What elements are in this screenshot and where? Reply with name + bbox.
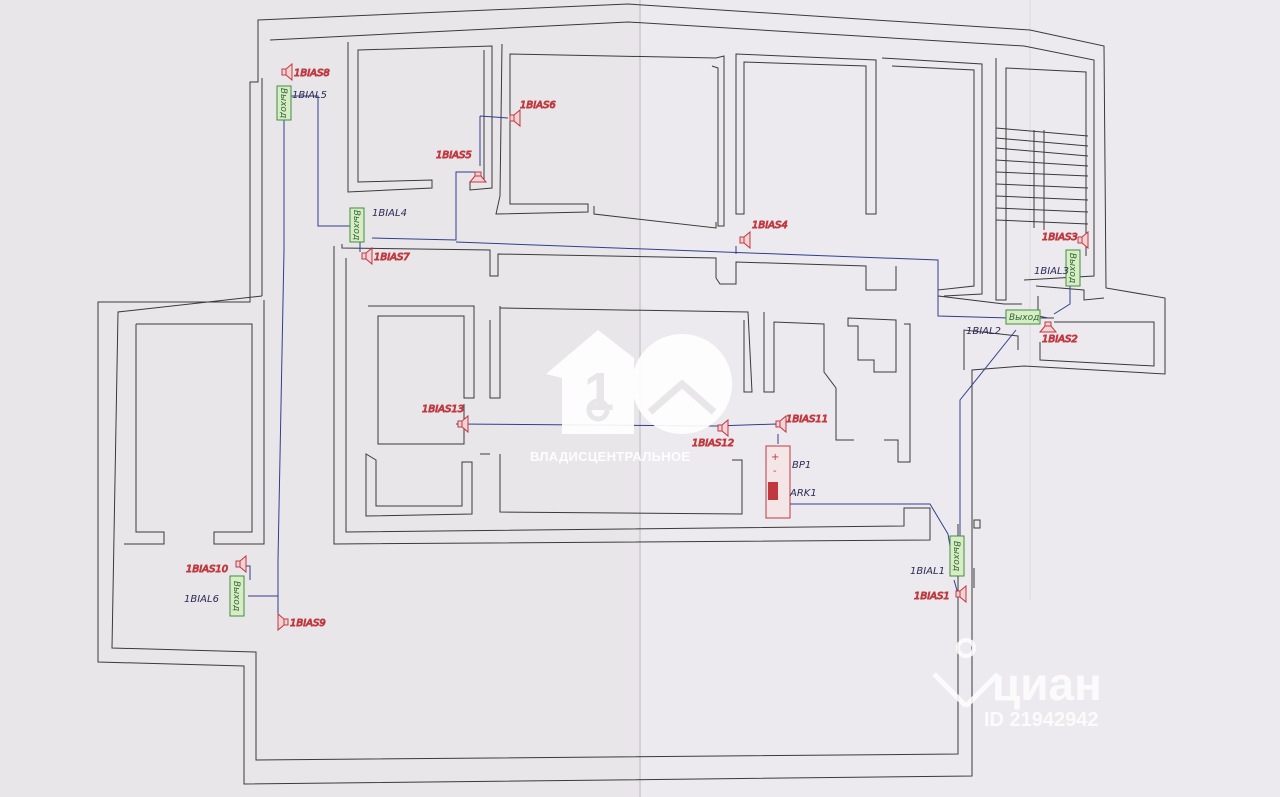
exit-sign-text: Выход: [1009, 313, 1039, 323]
exit-sign-text: Выход: [951, 541, 961, 571]
exit-sign-label: 1BIAL3: [1034, 266, 1069, 277]
siren-label: 1BIAS8: [294, 68, 330, 79]
exit-sign-1bial2: Выход 1BIAL2: [966, 309, 1041, 337]
siren-icon: [235, 554, 247, 574]
exit-sign-box: [949, 535, 965, 577]
siren-label: 1BIAS2: [1042, 334, 1078, 345]
cian-pin-icon: [956, 638, 976, 658]
siren-1bias11: 1BIAS11: [775, 414, 829, 434]
exit-sign-text: Выход: [278, 88, 288, 118]
siren-icon: [361, 246, 373, 266]
siren-1bias12: 1BIAS12: [692, 418, 735, 450]
siren-label: 1BIAS4: [752, 220, 788, 231]
siren-1bias5: 1BIAS5: [436, 150, 488, 183]
listing-id-text: ID 21942942: [984, 709, 1099, 731]
cian-watermark: циан ID 21942942: [932, 638, 1102, 731]
siren-label: 1BIAS1: [914, 591, 950, 602]
siren-1bias13: 1BIAS13: [422, 404, 469, 434]
exit-sign-box: [349, 207, 365, 243]
siren-label: 1BIAS6: [520, 100, 556, 111]
siren-icon: [457, 414, 469, 434]
exit-sign-box: [1005, 309, 1041, 325]
siren-label: 1BIAS10: [186, 564, 228, 575]
siren-icon: [955, 584, 967, 604]
siren-label: 1BIAS11: [786, 414, 828, 425]
siren-label: 1BIAS3: [1042, 232, 1078, 243]
exit-sign-label: 1BIAL1: [910, 566, 945, 577]
siren-group: 1BIAS8 1BIAS6 1BIAS5 1BIAS7 1BIAS4 1BIAS3 1BIA…: [186, 62, 1089, 632]
siren-1bias1: 1BIAS1: [914, 584, 967, 604]
exit-sign-label: 1BIAL6: [184, 594, 219, 605]
exit-sign-box: [229, 575, 245, 617]
siren-1bias2: 1BIAS2: [1038, 321, 1078, 346]
exit-sign-1bial5: Выход 1BIAL5: [276, 85, 327, 121]
siren-icon: [1077, 230, 1089, 250]
paper-right: [640, 0, 1280, 797]
siren-1bias8: 1BIAS8: [281, 62, 330, 82]
exit-sign-1bial1: Выход 1BIAL1: [910, 535, 965, 577]
battery-icon: [768, 482, 778, 500]
exit-sign-text: Выход: [231, 581, 241, 611]
battery-label: ARK1: [789, 488, 817, 499]
cian-watermark-text: циан: [992, 658, 1102, 710]
siren-1bias10: 1BIAS10: [186, 554, 247, 576]
siren-label: 1BIAS13: [422, 404, 464, 415]
power-plus: +: [771, 452, 779, 463]
siren-icon: [717, 418, 729, 438]
siren-icon: [468, 171, 488, 183]
exit-sign-text: Выход: [1067, 253, 1077, 283]
siren-label: 1BIAS5: [436, 150, 472, 161]
siren-icon: [509, 108, 521, 128]
siren-label: 1BIAS9: [290, 618, 326, 629]
power-unit: + - BP1 ARK1: [765, 445, 817, 519]
exit-sign-1bial4: Выход 1BIAL4: [349, 207, 407, 243]
siren-1bias7: 1BIAS7: [361, 246, 411, 266]
exit-sign-label: 1BIAL2: [966, 326, 1001, 337]
walls: [97, 3, 1166, 785]
agency-watermark-text: ВЛАДИСЦЕНТРАЛЬНОЕ: [530, 449, 690, 464]
power-minus: -: [773, 466, 777, 477]
siren-1bias6: 1BIAS6: [509, 100, 556, 128]
house-logo-icon: [546, 330, 634, 434]
paper-left: [0, 0, 640, 797]
exit-sign-1bial6: Выход 1BIAL6: [184, 575, 245, 617]
siren-label: 1BIAS12: [692, 438, 734, 449]
siren-icon: [277, 612, 289, 632]
power-unit-label: BP1: [792, 460, 811, 471]
exit-sign-text: Выход: [351, 210, 361, 240]
siren-1bias4: 1BIAS4: [739, 220, 788, 250]
siren-1bias3: 1BIAS3: [1042, 230, 1089, 250]
exit-sign-box: [1065, 249, 1081, 287]
exit-sign-label: 1BIAL5: [292, 90, 327, 101]
exit-sign-box: [276, 85, 292, 121]
siren-icon: [775, 414, 787, 434]
siren-icon: [1038, 321, 1058, 333]
exit-sign-label: 1BIAL4: [372, 208, 407, 219]
siren-icon: [739, 230, 751, 250]
agency-watermark: 1 ВЛАДИСЦЕНТРАЛЬНОЕ: [530, 330, 732, 464]
siren-1bias9: 1BIAS9: [277, 612, 326, 632]
siren-label: 1BIAS7: [374, 252, 410, 263]
siren-icon: [281, 62, 293, 82]
